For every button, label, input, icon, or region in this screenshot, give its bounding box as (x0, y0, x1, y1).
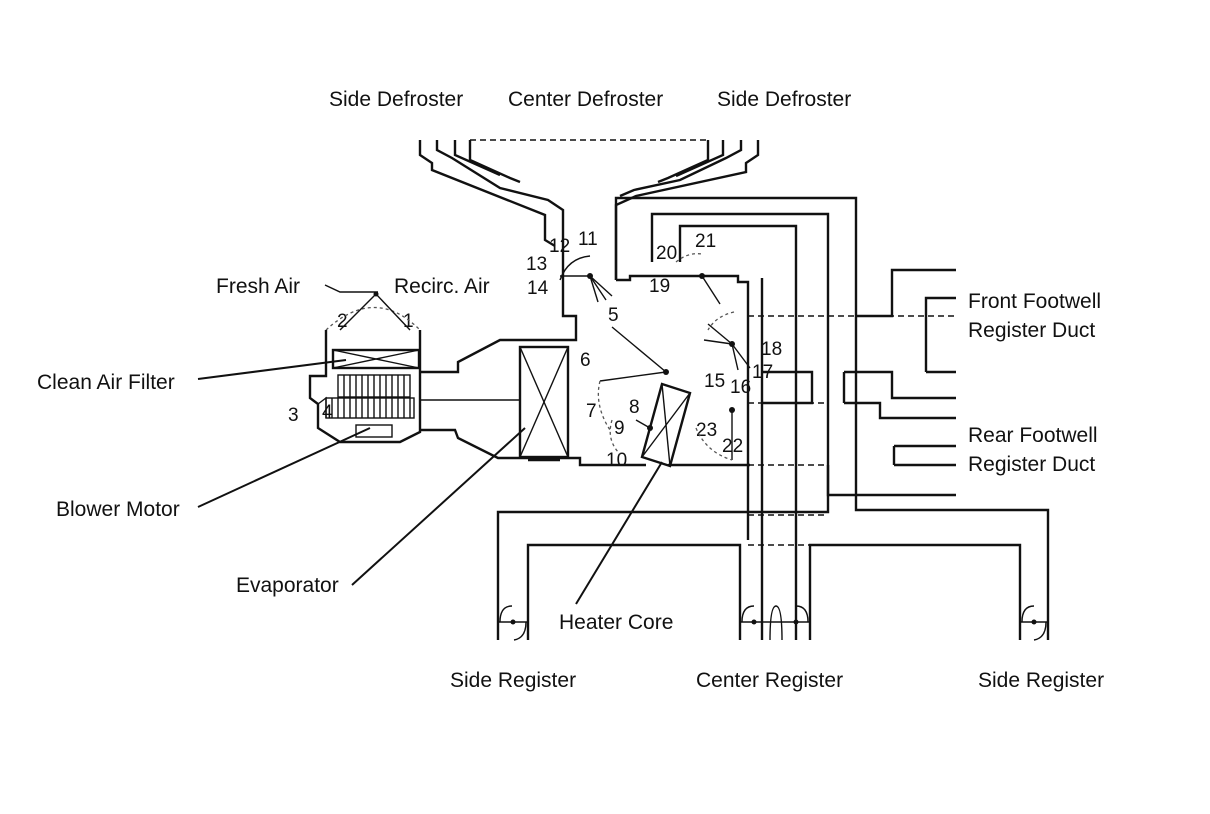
blower-motor-label: Blower Motor (56, 498, 180, 521)
door-number-20: 20 (656, 243, 677, 264)
door-number-21: 21 (695, 231, 716, 252)
door-number-18: 18 (761, 339, 782, 360)
rear-footwell-label: Rear Footwell (968, 424, 1098, 447)
door-number-2: 2 (337, 311, 348, 332)
front-footwell-duct (762, 268, 956, 420)
door-number-8: 8 (629, 397, 640, 418)
center-defroster-label: Center Defroster (508, 88, 663, 111)
door-number-1: 1 (403, 311, 414, 332)
blower-motor (355, 424, 393, 438)
doors (559, 253, 751, 461)
recirc-air-label: Recirc. Air (394, 275, 490, 298)
rear-footwell-label-line2: Register Duct (968, 453, 1095, 476)
hvac-housing (420, 196, 1050, 640)
door-number-3: 3 (288, 405, 299, 426)
door-number-12: 12 (549, 236, 570, 257)
fresh-air-label: Fresh Air (216, 275, 300, 298)
defroster-duct (418, 139, 760, 280)
rear-footwell-duct (826, 444, 956, 497)
door-number-23: 23 (696, 420, 717, 441)
evaporator-label: Evaporator (236, 574, 339, 597)
door-number-9: 9 (614, 418, 625, 439)
door-number-11: 11 (578, 229, 598, 250)
door-number-14: 14 (527, 278, 549, 299)
door-number-13: 13 (526, 254, 547, 275)
side-register-right-label: Side Register (978, 669, 1104, 692)
door-number-16: 16 (730, 377, 751, 398)
front-footwell-label-line2: Register Duct (968, 319, 1095, 342)
register-ducts (526, 315, 1022, 640)
clean-air-filter-label: Clean Air Filter (37, 371, 175, 394)
blower-assembly (308, 284, 520, 444)
door-number-7: 7 (586, 401, 597, 422)
register-vanes (498, 605, 1048, 641)
door-number-10: 10 (606, 450, 627, 471)
door-number-5: 5 (608, 305, 619, 326)
heater-core (640, 382, 692, 468)
side-defroster-left-label: Side Defroster (329, 88, 463, 111)
center-register-label: Center Register (696, 669, 843, 692)
door-number-4: 4 (322, 402, 333, 423)
door-number-15: 15 (704, 371, 725, 392)
leader-lines (197, 359, 663, 605)
front-footwell-label: Front Footwell (968, 290, 1101, 313)
side-register-left-label: Side Register (450, 669, 576, 692)
heater-core-label: Heater Core (559, 611, 673, 634)
door-number-6: 6 (580, 350, 591, 371)
evaporator (518, 345, 570, 462)
door-number-19: 19 (649, 276, 670, 297)
side-defroster-right-label: Side Defroster (717, 88, 851, 111)
